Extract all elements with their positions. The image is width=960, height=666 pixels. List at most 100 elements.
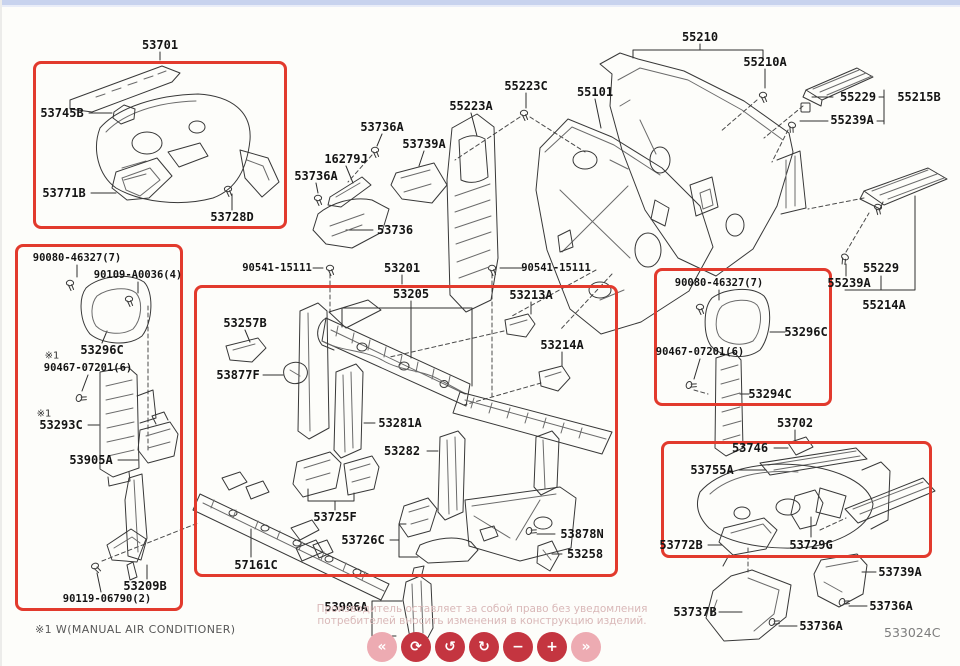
dashed-lines [101,99,870,573]
part-label-53736: 53736 [376,223,414,237]
part-label-※1: ※1 [44,350,60,362]
part-label-55215B: 55215B [897,90,941,104]
zoom-in-button[interactable]: + [537,632,567,662]
part-label-53729G: 53729G [789,538,833,552]
diagram-code: 533024C [884,625,941,640]
part-label-53201: 53201 [383,261,421,275]
refresh-button[interactable]: ⟳ [401,632,431,662]
part-drawing-55215B-grille [800,67,874,113]
part-label-53296C: 53296C [80,343,124,357]
part-drawing-53213A-53214A-clips [504,313,571,392]
first-page-button[interactable]: « [367,632,397,662]
part-drawing-53737B-liner [705,569,792,642]
part-drawing-53293C-bracket [99,366,157,487]
part-drawing-53736-cowl-group [312,162,448,249]
part-drawing-small-clips-center [221,471,334,562]
part-drawing-53725F-brackets [292,451,380,498]
part-label-53739A: 53739A [878,565,922,579]
part-drawing-53905A-bracket [137,411,179,464]
part-label-53772B: 53772B [659,538,703,552]
part-drawing-53205-crossmember [317,299,613,455]
part-label-90467-07201(6): 90467-07201(6) [43,362,133,374]
part-drawing-53726C-brackets [398,497,479,564]
part-label-53739A: 53739A [402,137,446,151]
part-label-53736A: 53736A [869,599,913,613]
part-label-90541-15111: 90541-15111 [242,262,312,274]
watermark-line1: Производитель оставляет за собой право б… [316,603,648,615]
part-label-55210A: 55210A [743,55,787,69]
part-drawing-55101-dash-panel [535,118,714,335]
part-label-53209B: 53209B [123,579,167,593]
part-label-55101: 55101 [576,85,614,99]
part-label-55239A: 55239A [827,276,871,290]
part-label-55229: 55229 [862,261,900,275]
part-drawing-53257B-53877F [225,337,308,385]
part-label-53905A: 53905A [69,453,113,467]
part-label-53736A: 53736A [294,169,338,183]
page-left-edge [0,0,2,666]
part-label-53746: 53746 [731,441,769,455]
part-label-53702: 53702 [776,416,814,430]
footnote-manual-ac: ※1 W(MANUAL AIR CONDITIONER) [35,623,236,636]
part-label-55229: 55229 [839,90,877,104]
part-drawing-53209B-stay [106,473,148,581]
part-label-53725F: 53725F [313,510,357,524]
part-drawing-53702-apron-rh [696,436,936,567]
part-drawing-53294C-strip [714,351,744,457]
part-label-53877F: 53877F [216,368,260,382]
part-label-90080-46327(7): 90080-46327(7) [674,277,764,289]
part-drawing-53701-apron-lh [69,65,280,204]
part-label-57161C: 57161C [234,558,278,572]
part-label-55214A: 55214A [862,298,906,312]
part-label-53736A: 53736A [360,120,404,134]
part-drawing-side-members [297,302,560,521]
part-label-53878N: 53878N [560,527,604,541]
part-label-53281A: 53281A [378,416,422,430]
part-label-53213A: 53213A [509,288,553,302]
part-label-53736A: 53736A [799,619,843,633]
part-label-55223C: 55223C [504,79,548,93]
part-drawing-53258-clip [536,540,560,572]
part-drawing-55223A-insulator [446,113,499,313]
part-label-53737B: 53737B [673,605,717,619]
part-label-53906A: 53906A [324,600,368,614]
part-label-90080-46327(7): 90080-46327(7) [32,252,122,264]
rotate-right-button[interactable]: ↻ [469,632,499,662]
part-drawing-53296C-gasket-left [80,275,152,344]
viewer-toolbar: «⟳↺↻−+» [367,632,601,662]
zoom-out-button[interactable]: − [503,632,533,662]
part-label-53726C: 53726C [341,533,385,547]
part-label-53755A: 53755A [690,463,734,477]
leader-lines [76,43,916,637]
part-label-53728D: 53728D [210,210,254,224]
part-drawing-floor-pan [464,486,577,562]
part-label-90119-06790(2): 90119-06790(2) [62,593,152,605]
part-label-53293C: 53293C [39,418,83,432]
part-label-16279J: 16279J [324,152,368,166]
rotate-left-button[interactable]: ↺ [435,632,465,662]
part-label-90541-15111: 90541-15111 [521,262,591,274]
part-label-53294C: 53294C [748,387,792,401]
part-label-55239A: 55239A [830,113,874,127]
part-label-53701: 53701 [141,38,179,52]
part-label-53771B: 53771B [42,186,86,200]
part-label-53258: 53258 [566,547,604,561]
part-label-53296C: 53296C [784,325,828,339]
watermark-text: Производитель оставляет за собой право б… [316,603,648,627]
part-label-53205: 53205 [392,287,430,301]
part-label-90467-07201(6): 90467-07201(6) [655,346,745,358]
part-drawing-55210-insulator [599,52,807,277]
part-label-53745B: 53745B [40,106,84,120]
part-label-55223A: 55223A [449,99,493,113]
window-top-strip [0,0,960,7]
part-drawing-53906A-bracket [402,565,434,644]
part-drawing-55214A-grille [859,167,948,210]
part-label-53214A: 53214A [540,338,584,352]
part-label-53282: 53282 [383,444,421,458]
last-page-button[interactable]: » [571,632,601,662]
part-drawing-53296C-gasket-right [704,289,771,357]
part-label-53257B: 53257B [223,316,267,330]
watermark-line2: потребителей вносить изменения в констру… [317,614,647,627]
part-label-※1: ※1 [36,408,52,420]
